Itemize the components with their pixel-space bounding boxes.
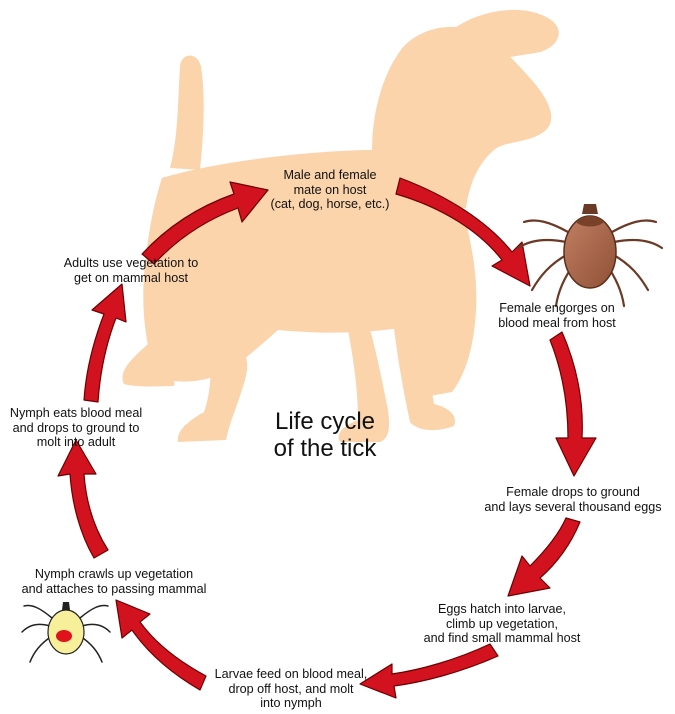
stage-label-larvae: Larvae feed on blood meal, drop off host… (214, 667, 368, 711)
cycle-arrow-icon (359, 643, 499, 699)
cycle-arrow-icon (141, 181, 269, 265)
cycle-arrow-icon (115, 599, 207, 691)
diagram-title: Life cycle of the tick (273, 408, 377, 462)
engorged-female-tick-icon (516, 204, 664, 308)
stage-label-crawl: Nymph crawls up vegetation and attaches … (21, 567, 207, 596)
stage-label-mate: Male and female mate on host (cat, dog, … (270, 168, 390, 212)
cycle-arrow-icon (507, 517, 581, 597)
stage-label-engorge: Female engorges on blood meal from host (498, 301, 616, 330)
cycle-arrow-icon (83, 283, 127, 403)
nymph-tick-icon (21, 602, 111, 663)
cycle-arrows (57, 177, 597, 699)
cycle-arrow-icon (395, 177, 531, 287)
stage-label-hatch: Eggs hatch into larvae, climb up vegetat… (423, 602, 581, 646)
stage-label-molt: Nymph eats blood meal and drops to groun… (9, 406, 143, 450)
cycle-arrow-icon (549, 331, 597, 477)
cycle-arrow-icon (57, 439, 109, 559)
stage-label-drops: Female drops to ground and lays several … (484, 485, 662, 514)
stage-label-adults: Adults use vegetation to get on mammal h… (63, 256, 199, 285)
